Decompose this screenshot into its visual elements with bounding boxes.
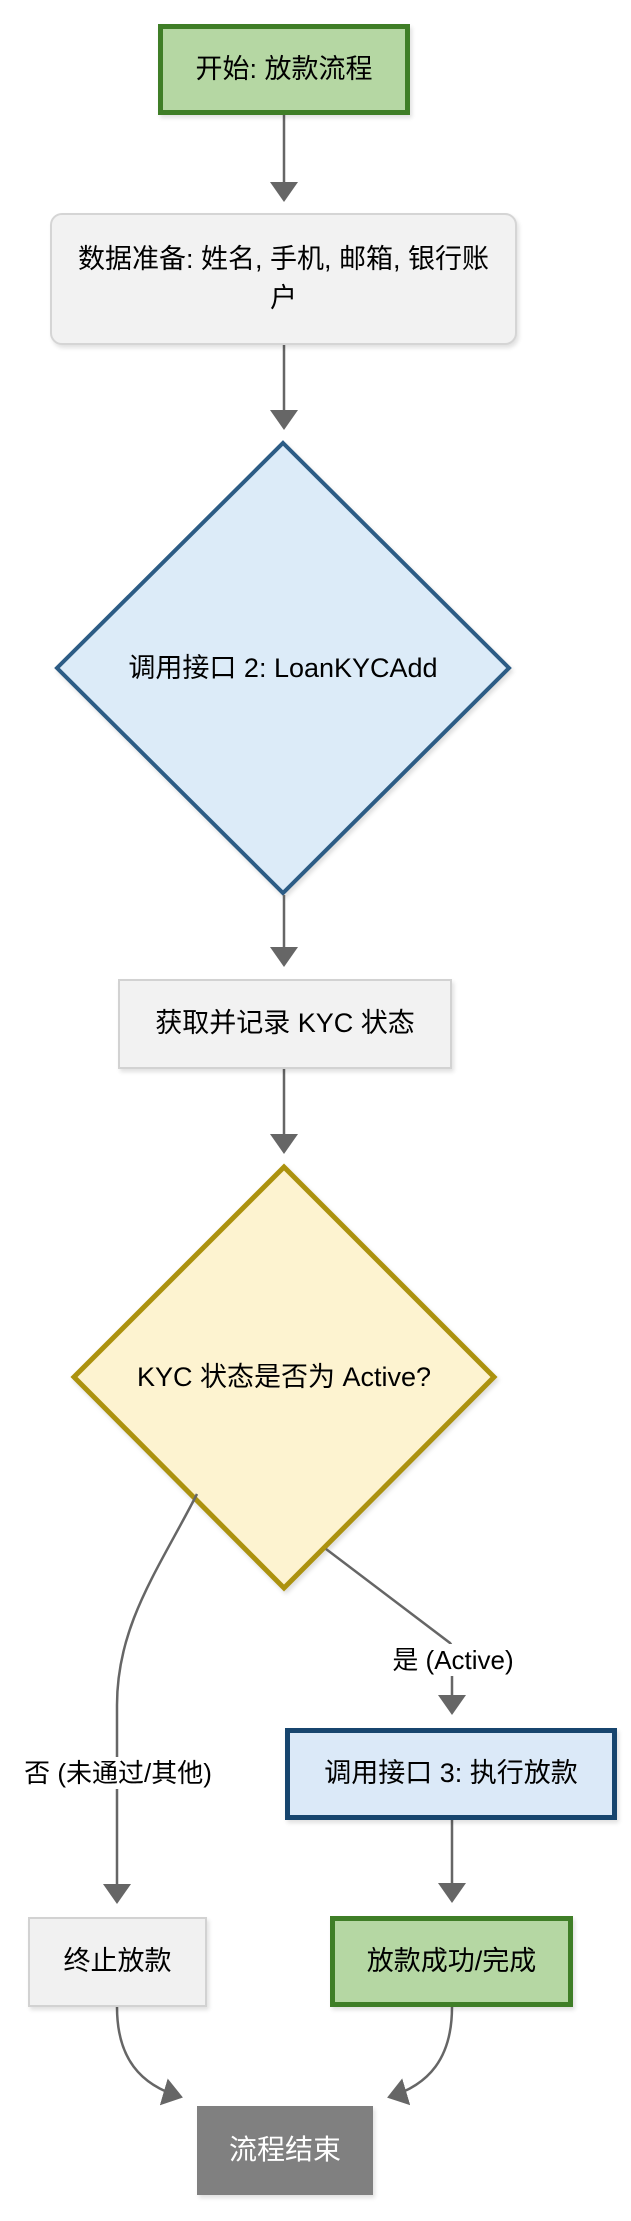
edge-label-no: 否 (未通过/其他) bbox=[10, 1757, 226, 1789]
edge-success-end bbox=[387, 2006, 454, 2106]
node-success: 放款成功/完成 bbox=[330, 1916, 573, 2007]
node-terminate: 终止放款 bbox=[28, 1917, 207, 2007]
node-start: 开始: 放款流程 bbox=[158, 24, 410, 115]
decision-kyc-check-shape bbox=[70, 1163, 498, 1592]
decision-kyc-check-label: KYC 状态是否为 Active? bbox=[136, 1362, 432, 1392]
node-end-label: 流程结束 bbox=[228, 2134, 341, 2166]
decision-kyc-add-shape bbox=[54, 440, 512, 896]
node-end: 流程结束 bbox=[197, 2106, 373, 2195]
node-data-prep: 数据准备: 姓名, 手机, 邮箱, 银行账户 bbox=[50, 213, 517, 345]
edge-kyccheck-execute bbox=[325, 1548, 466, 1715]
node-start-label: 开始: 放款流程 bbox=[195, 53, 373, 84]
node-execute-label: 调用接口 3: 执行放款 bbox=[324, 1758, 578, 1789]
node-kyc-status: 获取并记录 KYC 状态 bbox=[118, 979, 452, 1069]
decision-kyc-add-label: 调用接口 2: LoanKYCAdd bbox=[128, 653, 438, 683]
node-data-prep-label: 数据准备: 姓名, 手机, 邮箱, 银行账户 bbox=[77, 243, 489, 313]
node-kyc-status-label: 获取并记录 KYC 状态 bbox=[155, 1008, 415, 1039]
edge-terminate-end bbox=[115, 2006, 183, 2106]
edge-label-yes: 是 (Active) bbox=[380, 1644, 526, 1676]
node-success-label: 放款成功/完成 bbox=[366, 1945, 537, 1976]
node-execute: 调用接口 3: 执行放款 bbox=[285, 1728, 617, 1820]
edge-kyccheck-terminate bbox=[103, 1493, 199, 1904]
node-terminate-label: 终止放款 bbox=[63, 1946, 172, 1977]
